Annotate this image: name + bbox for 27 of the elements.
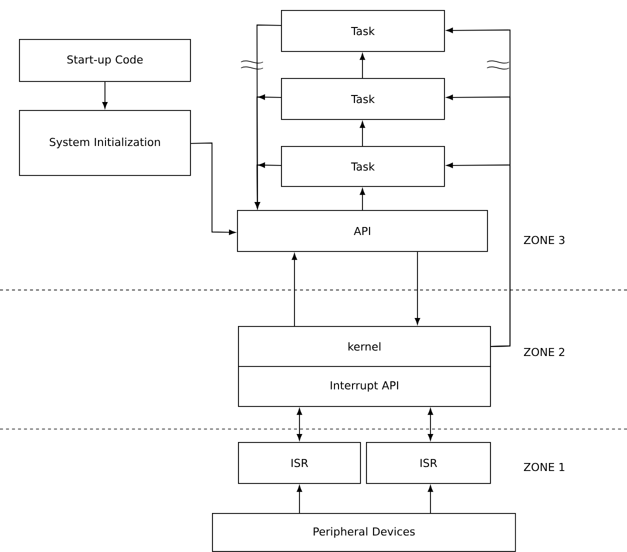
arrow [360, 53, 366, 78]
arrow [102, 81, 108, 109]
arrow [428, 485, 434, 514]
process-box: Start-up Code [19, 39, 191, 82]
arrow [414, 251, 420, 325]
arrow [428, 408, 434, 441]
zone-label: ZONE 2 [524, 348, 564, 356]
arrow [190, 142, 236, 235]
zone-label: ZONE 3 [524, 236, 564, 244]
arrow [360, 121, 366, 146]
process-box: Task [281, 146, 445, 187]
process-box: Interrupt API [238, 366, 491, 407]
process-box: Peripheral Devices [212, 513, 516, 552]
process-box: kernel [238, 326, 491, 367]
process-box: Task [281, 78, 445, 120]
arrow [254, 162, 282, 209]
process-box: System Initialization [19, 110, 191, 176]
process-box: ISR [238, 442, 361, 484]
process-box: Task [281, 10, 445, 52]
zone-label: ZONE 1 [524, 462, 564, 472]
arrow [296, 485, 302, 514]
arrow [292, 253, 298, 326]
arrow [446, 162, 510, 347]
process-box: API [237, 210, 488, 252]
arrow [360, 188, 366, 210]
process-box: ISR [366, 442, 491, 484]
arrow [296, 408, 302, 441]
